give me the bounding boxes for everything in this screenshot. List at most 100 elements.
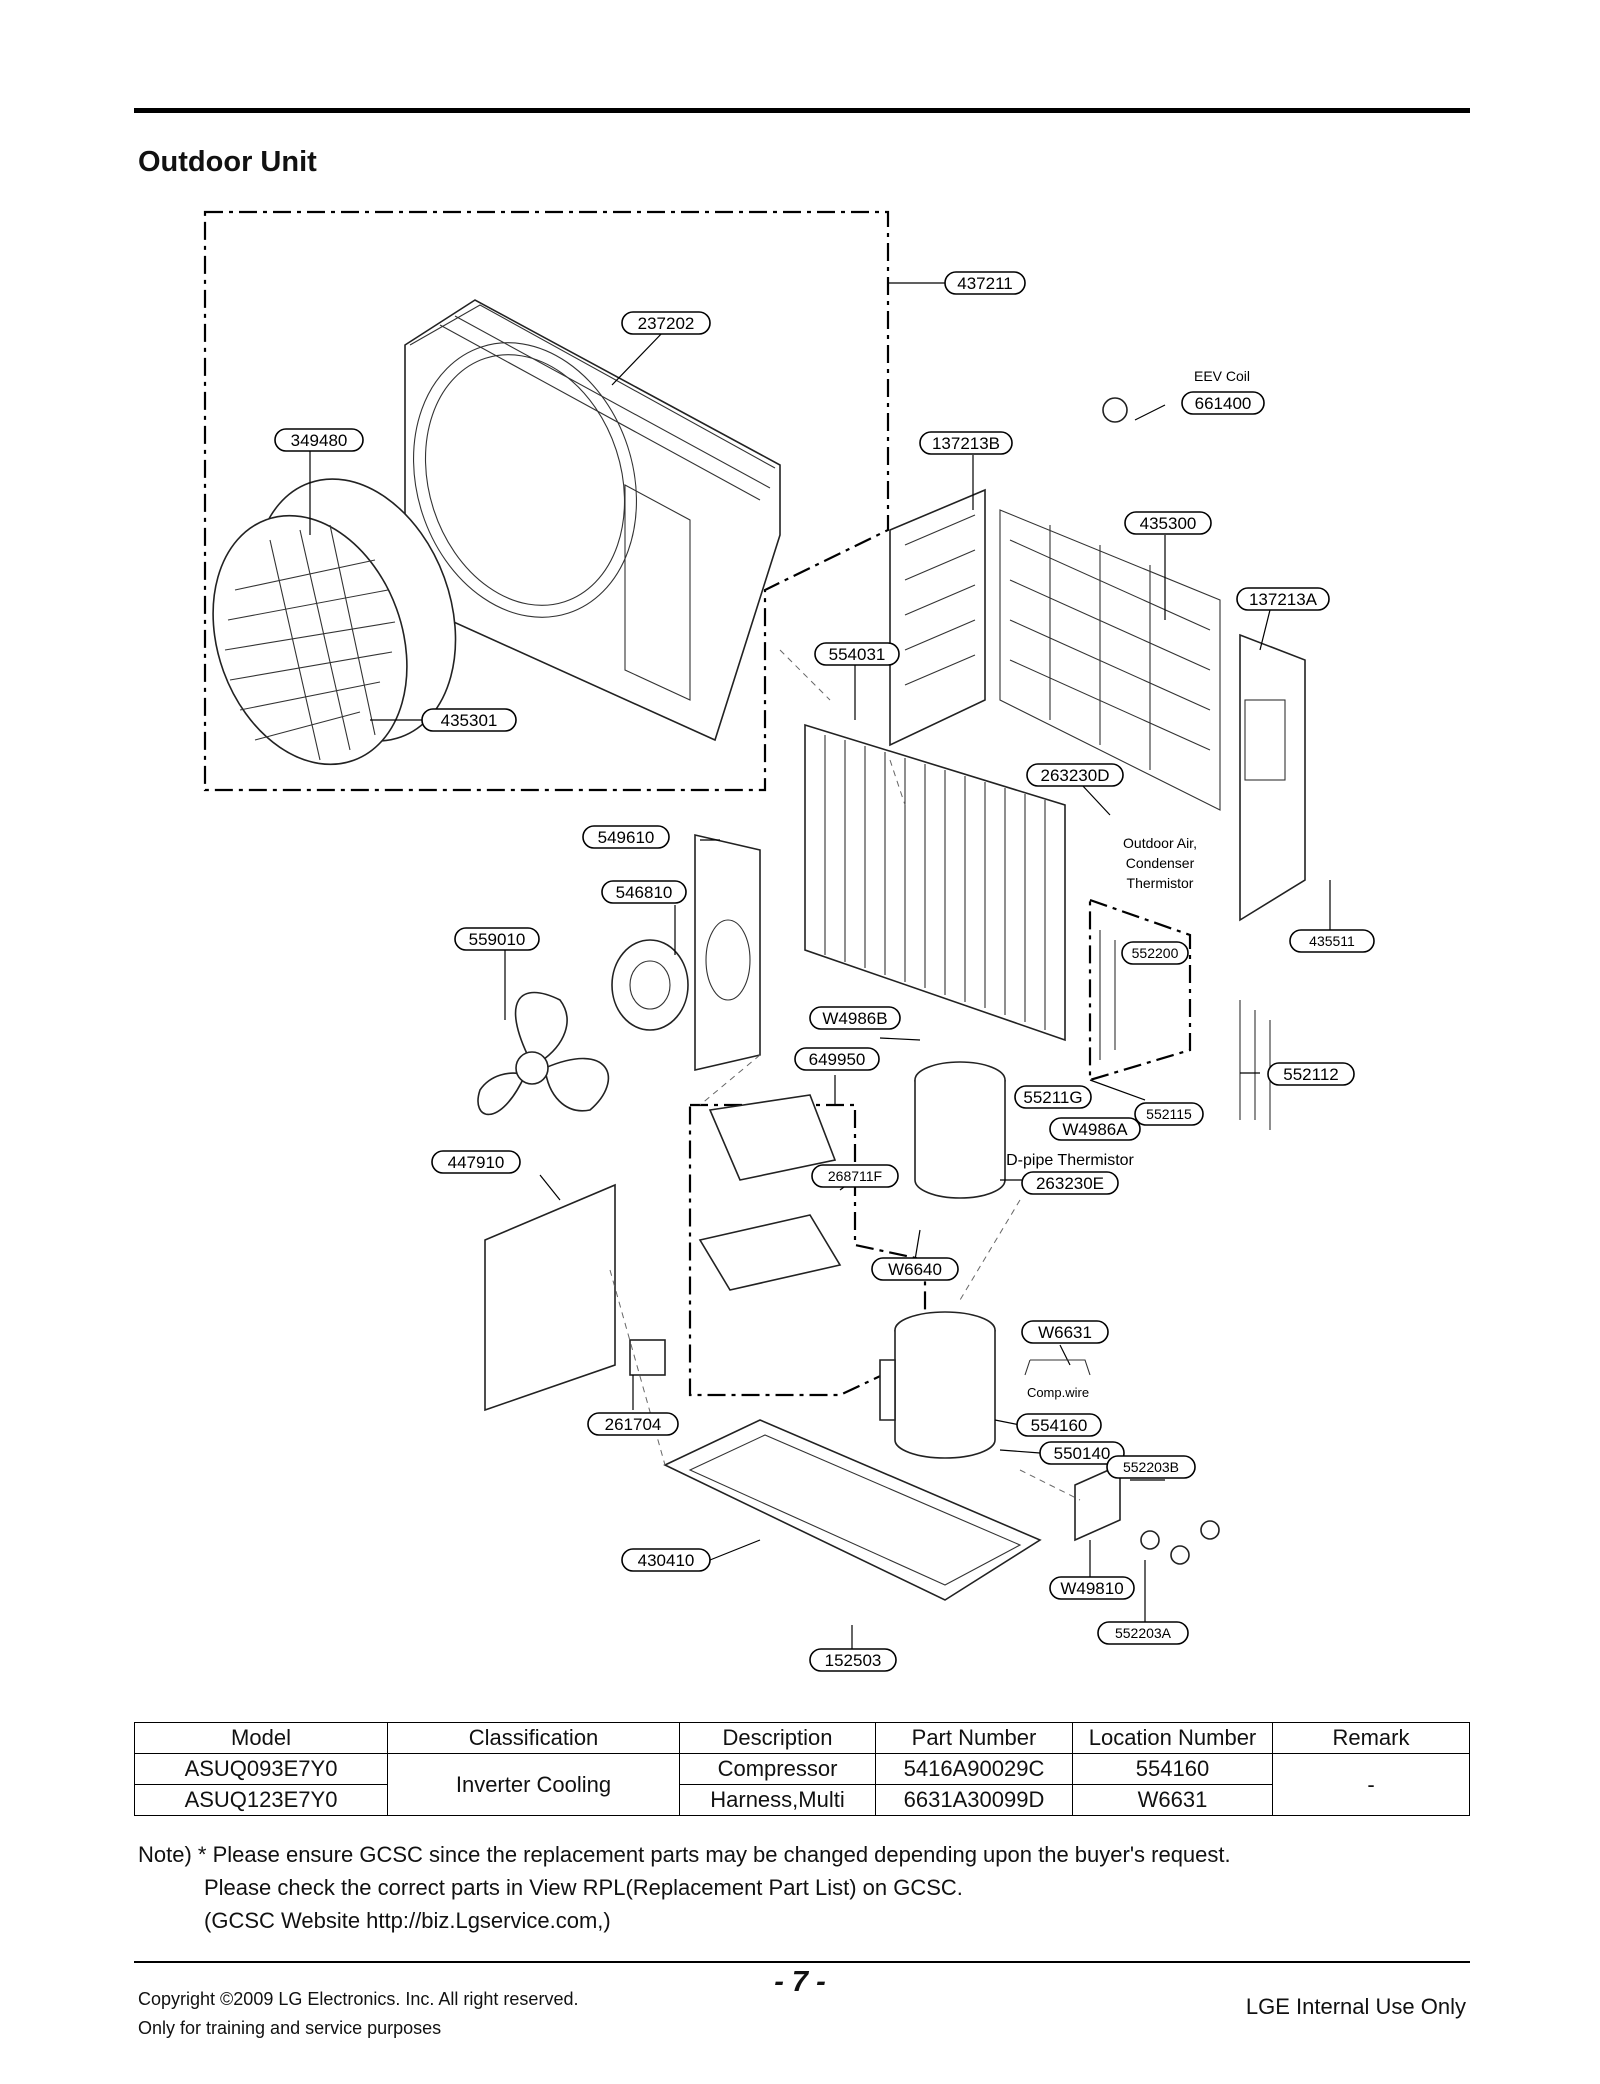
reactor-side-panel xyxy=(484,1183,666,1412)
right-side-panel xyxy=(1239,633,1306,922)
callout-554031: 554031 xyxy=(814,642,900,666)
cabinet-front-panel xyxy=(404,299,781,742)
note: Note) * Please ensure GCSC since the rep… xyxy=(138,1838,1231,1937)
outdoor-thermistor-label-1: Outdoor Air, xyxy=(1123,835,1197,851)
svg-text:554160: 554160 xyxy=(1031,1416,1088,1435)
table-row: ASUQ093E7Y0 Inverter Cooling Compressor … xyxy=(134,1753,1470,1816)
fan-motor xyxy=(611,939,689,1031)
callout-549610: 549610 xyxy=(582,825,670,849)
model-cell: ASUQ093E7Y0 xyxy=(134,1753,388,1785)
svg-text:435301: 435301 xyxy=(441,711,498,730)
base-pan xyxy=(663,1419,1042,1601)
propeller-fan xyxy=(477,991,609,1116)
outdoor-thermistor-label-3: Thermistor xyxy=(1127,875,1194,891)
callout-261704: 261704 xyxy=(587,1412,679,1436)
svg-text:435511: 435511 xyxy=(1309,933,1355,949)
callout-559010: 559010 xyxy=(454,927,540,951)
note-line-3: (GCSC Website http://biz.Lgservice.com,) xyxy=(204,1908,611,1933)
svg-text:55211G: 55211G xyxy=(1023,1088,1082,1107)
callout-435301: 435301 xyxy=(421,708,517,732)
svg-text:263230D: 263230D xyxy=(1040,766,1109,785)
svg-text:W49810: W49810 xyxy=(1060,1579,1123,1598)
header-location-number: Location Number xyxy=(1072,1722,1273,1754)
callout-137213A: 137213A xyxy=(1236,587,1330,611)
location-cell: W6631 xyxy=(1072,1784,1273,1816)
refrigerant-pipes xyxy=(1099,930,1271,1130)
svg-text:552203A: 552203A xyxy=(1115,1625,1172,1641)
svg-text:152503: 152503 xyxy=(825,1651,882,1670)
note-line-2: Please check the correct parts in View R… xyxy=(204,1875,963,1900)
model-cell: ASUQ123E7Y0 xyxy=(134,1784,388,1816)
svg-text:546810: 546810 xyxy=(616,883,673,902)
part-number-cell: 6631A30099D xyxy=(875,1784,1073,1816)
comp-wire-part xyxy=(1024,1359,1091,1376)
callout-552115: 552115 xyxy=(1134,1102,1204,1126)
location-cell: 554160 xyxy=(1072,1753,1273,1785)
comp-wire-label: Comp.wire xyxy=(1027,1385,1089,1400)
svg-text:137213B: 137213B xyxy=(932,434,1000,453)
assembly-guide-lines xyxy=(609,649,1081,1501)
service-valves xyxy=(1074,1463,1220,1565)
callout-435300: 435300 xyxy=(1124,511,1212,535)
callout-649950: 649950 xyxy=(794,1047,880,1071)
outdoor-thermistor-label-2: Condenser xyxy=(1126,855,1195,871)
callout-W4986A: W4986A xyxy=(1049,1117,1141,1141)
callout-546810: 546810 xyxy=(601,880,687,904)
header-description: Description xyxy=(679,1722,876,1754)
svg-text:W4986A: W4986A xyxy=(1062,1120,1128,1139)
svg-text:559010: 559010 xyxy=(469,930,526,949)
rear-grille xyxy=(999,509,1221,811)
header-part-number: Part Number xyxy=(875,1722,1073,1754)
callout-W49810: W49810 xyxy=(1049,1576,1135,1600)
svg-text:549610: 549610 xyxy=(598,828,655,847)
table-row: ASUQ123E7Y0 Harness,Multi 6631A30099D W6… xyxy=(134,1784,1470,1816)
svg-text:263230E: 263230E xyxy=(1036,1174,1104,1193)
footer-internal-use: LGE Internal Use Only xyxy=(1245,1994,1466,2019)
callout-447910: 447910 xyxy=(431,1150,521,1174)
svg-text:261704: 261704 xyxy=(605,1415,662,1434)
callout-W6631: W6631 xyxy=(1021,1320,1109,1344)
svg-text:552115: 552115 xyxy=(1146,1106,1192,1122)
callout-W4986B: W4986B xyxy=(809,1006,901,1030)
footer-copyright-line-2: Only for training and service purposes xyxy=(138,2018,442,2038)
callout-552203A: 552203A xyxy=(1097,1621,1189,1645)
callout-55211G: 55211G xyxy=(1014,1085,1092,1109)
note-line-1: Note) * Please ensure GCSC since the rep… xyxy=(138,1842,1231,1867)
svg-text:552112: 552112 xyxy=(1283,1065,1338,1084)
callout-263230E: 263230E xyxy=(1021,1171,1119,1195)
svg-text:W6631: W6631 xyxy=(1038,1323,1092,1342)
fan-guard-grille xyxy=(212,478,457,766)
motor-bracket xyxy=(694,833,761,1072)
page-title: Outdoor Unit xyxy=(138,146,317,178)
svg-text:649950: 649950 xyxy=(809,1050,866,1069)
callout-554160: 554160 xyxy=(1016,1413,1102,1437)
svg-text:237202: 237202 xyxy=(638,314,695,333)
svg-text:552200: 552200 xyxy=(1132,945,1179,961)
callout-W6640: W6640 xyxy=(871,1257,959,1281)
callout-349480: 349480 xyxy=(274,428,364,452)
callout-263230D: 263230D xyxy=(1026,763,1124,787)
svg-text:435300: 435300 xyxy=(1140,514,1197,533)
classification-cell: Inverter Cooling xyxy=(387,1753,680,1816)
svg-text:554031: 554031 xyxy=(829,645,886,664)
svg-text:550140: 550140 xyxy=(1054,1444,1111,1463)
callout-435511: 435511 xyxy=(1289,929,1375,953)
callout-552112: 552112 xyxy=(1267,1062,1355,1086)
svg-text:661400: 661400 xyxy=(1195,394,1252,413)
svg-text:437211: 437211 xyxy=(957,274,1012,293)
footer-copyright-line-1: Copyright ©2009 LG Electronics. Inc. All… xyxy=(138,1989,579,2009)
callout-661400: 661400 xyxy=(1181,391,1265,415)
compressor-jacket xyxy=(914,1061,1006,1199)
remark-cell: - xyxy=(1272,1753,1470,1816)
description-cell: Compressor xyxy=(679,1753,876,1785)
callout-137213B: 137213B xyxy=(919,431,1013,455)
parts-table: Model Classification Description Part Nu… xyxy=(134,1722,1470,1816)
svg-text:552203B: 552203B xyxy=(1123,1459,1179,1475)
eev-coil-part xyxy=(1102,397,1128,423)
pcb-group-outline xyxy=(688,1103,927,1397)
svg-text:W6640: W6640 xyxy=(888,1260,942,1279)
bottom-rule xyxy=(134,1961,1470,1963)
table-header-row: Model Classification Description Part Nu… xyxy=(134,1722,1470,1754)
exploded-parts-diagram: 437211 237202 EEV Coil 661400 349480 137… xyxy=(203,210,1375,1672)
svg-text:349480: 349480 xyxy=(291,431,348,450)
